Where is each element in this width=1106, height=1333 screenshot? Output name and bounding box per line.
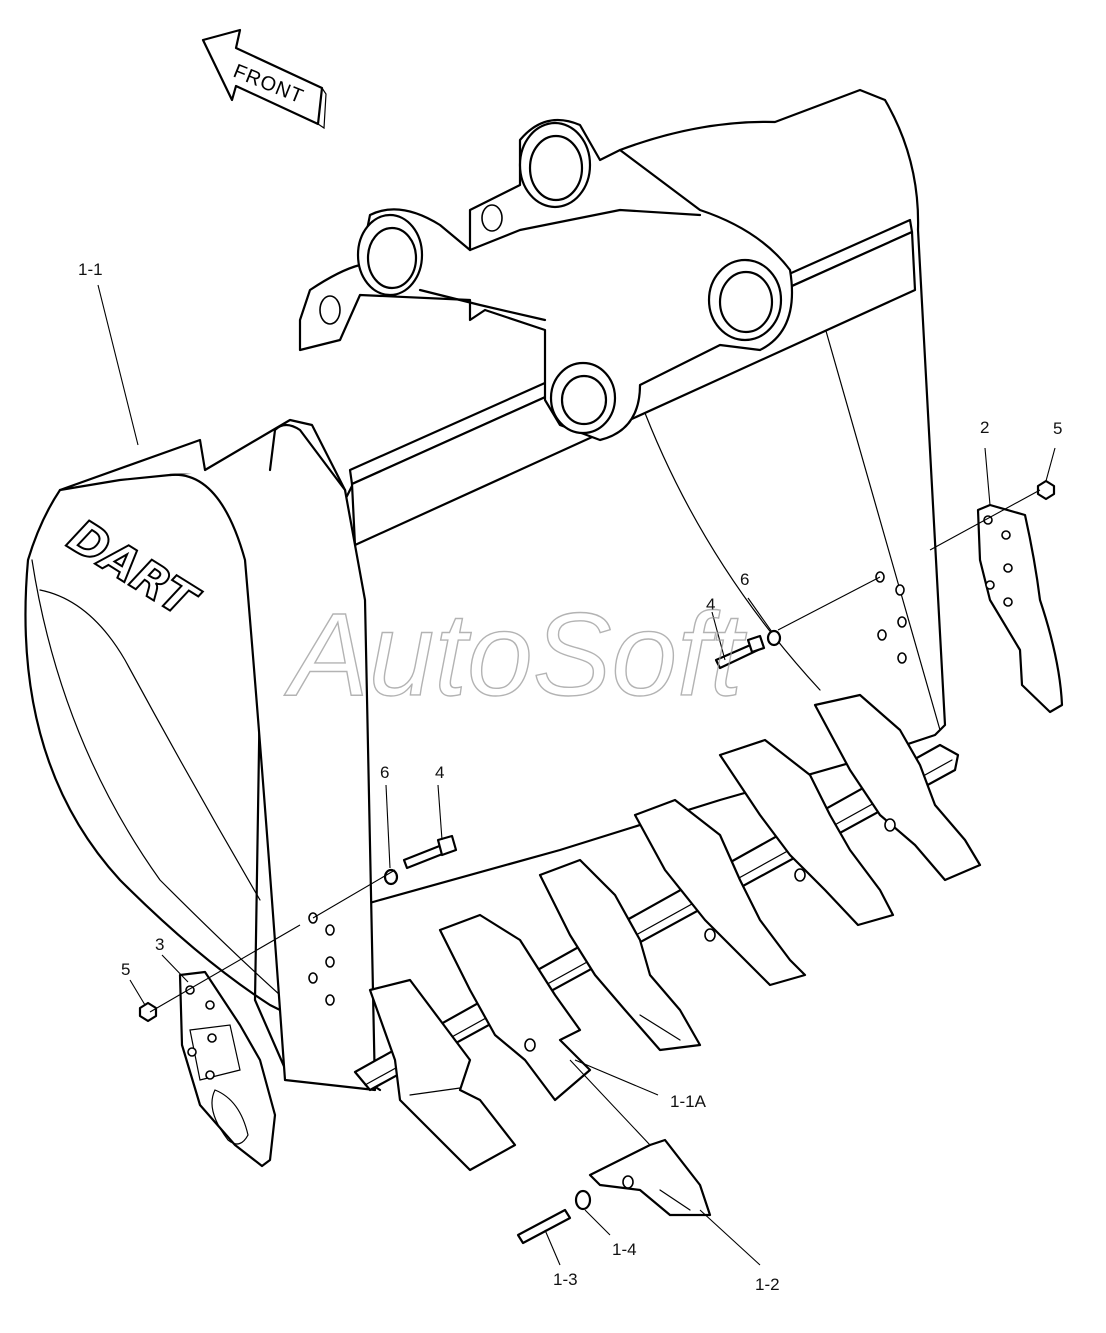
front-arrow: FRONT: [201, 28, 327, 130]
label-1-1: 1-1: [78, 260, 103, 279]
fasteners: [138, 479, 1056, 1023]
label-4-left: 4: [435, 763, 444, 782]
label-5-right: 5: [1053, 419, 1062, 438]
label-4-right: 4: [706, 595, 715, 614]
label-6-right: 6: [740, 570, 749, 589]
tooth-2: [438, 913, 592, 1102]
nut-right: [1036, 479, 1056, 501]
label-1-1a: 1-1A: [670, 1092, 707, 1111]
washer-right: [766, 629, 782, 647]
bolt-left: [402, 834, 458, 870]
nut-left: [138, 1001, 158, 1023]
watermark: AutoSoft: [284, 589, 747, 721]
label-1-2: 1-2: [755, 1275, 780, 1294]
tooth-5: [718, 738, 895, 927]
tooth-6: [813, 693, 982, 882]
label-1-4: 1-4: [612, 1240, 637, 1259]
lock-1-4: [574, 1189, 592, 1211]
linkage-brackets: [298, 118, 794, 442]
pin-1-3: [516, 1208, 572, 1245]
label-2: 2: [980, 418, 989, 437]
exploded-tooth-parts: [516, 1138, 712, 1245]
bucket-bolt-holes: [308, 571, 907, 1006]
tooth-1-2: [588, 1138, 712, 1217]
label-1-3: 1-3: [553, 1270, 578, 1289]
side-cutter-left: [178, 970, 277, 1168]
tooth-1: [368, 978, 517, 1172]
leader-lines: [97, 284, 1056, 1266]
bucket-teeth: [368, 693, 982, 1172]
label-3: 3: [155, 935, 164, 954]
tooth-4: [633, 798, 807, 987]
bolt-right: [714, 634, 766, 670]
tooth-3: [538, 858, 702, 1052]
label-6-left: 6: [380, 763, 389, 782]
label-5-left: 5: [121, 960, 130, 979]
part-labels: 1-1 1-1A 1-2 1-3 1-4 2 3 4 4 5 5 6 6: [78, 260, 1062, 1294]
side-cutter-right: [976, 503, 1064, 714]
